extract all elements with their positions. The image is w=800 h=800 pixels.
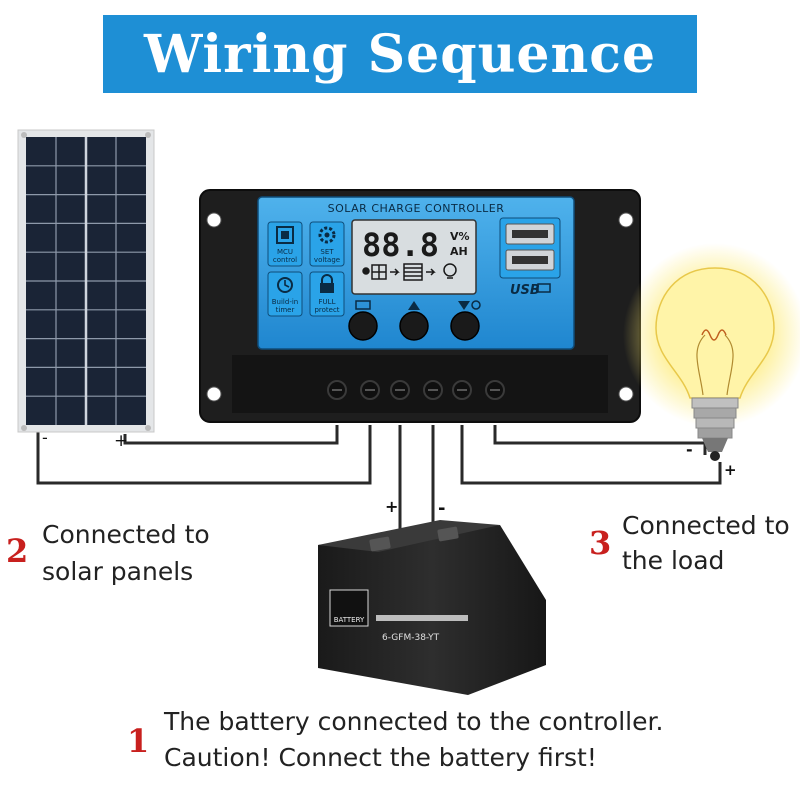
clock-icon: Build-in timer: [267, 271, 303, 317]
terminal-3: [390, 380, 410, 400]
bulb-base: [691, 397, 739, 461]
title-banner: Wiring Sequence: [103, 15, 697, 93]
battery: BATTERY 6-GFM-38-YT + -: [318, 497, 546, 695]
battery-plus-label: +: [385, 497, 398, 516]
lcd-flow-icons: [362, 263, 457, 281]
battery-minus-label: -: [438, 498, 445, 519]
lcd-units-top: V%: [450, 230, 470, 243]
light-bulb: - +: [623, 243, 800, 479]
terminal-block: [327, 380, 505, 400]
step-2-number: 2: [6, 532, 29, 570]
solar-negative-wire: [36, 425, 372, 485]
terminal-1: [327, 380, 347, 400]
load-negative-wire: [493, 425, 707, 455]
mcu-line2: control: [273, 256, 297, 264]
page-title: Wiring Sequence: [143, 23, 657, 85]
icon-grid: MCU control SET voltage Build-in timer: [267, 221, 345, 317]
step-2-line1: Connected to: [42, 520, 210, 549]
lcd-reading: 88.8: [362, 226, 439, 264]
up-button[interactable]: [399, 311, 429, 341]
solar-panel: - +: [17, 129, 155, 451]
battery-model: 6-GFM-38-YT: [382, 633, 440, 643]
protect-line2: protect: [314, 306, 339, 314]
solar-plus-label: +: [114, 431, 128, 451]
step-3-number: 3: [589, 524, 612, 562]
load-plus-label: +: [724, 461, 737, 479]
mcu-line1: MCU: [277, 248, 293, 256]
set-line1: SET: [320, 248, 334, 256]
lcd-display: 88.8 V% AH: [351, 219, 477, 295]
timer-line2: timer: [276, 306, 295, 314]
button-indicators: [355, 300, 481, 310]
mcu-control-icon: MCU control: [267, 221, 303, 267]
terminal-5: [452, 380, 472, 400]
usb-ports: USB: [499, 217, 561, 298]
solar-minus-label: -: [42, 428, 48, 447]
step-3-line1: Connected to: [622, 511, 790, 540]
menu-button[interactable]: [348, 311, 378, 341]
step-1-line1: The battery connected to the controller.: [164, 707, 664, 736]
set-line2: voltage: [314, 256, 340, 264]
step-1-line2: Caution! Connect the battery first!: [164, 743, 597, 772]
controller-label: SOLAR CHARGE CONTROLLER: [328, 202, 505, 215]
wires: [36, 425, 722, 540]
charge-controller: SOLAR CHARGE CONTROLLER MCU control SET …: [199, 189, 641, 423]
load-minus-label: -: [686, 440, 693, 459]
solar-positive-wire: [123, 425, 339, 445]
down-button[interactable]: [450, 311, 480, 341]
gear-icon: SET voltage: [309, 221, 345, 267]
battery-brand: BATTERY: [334, 616, 365, 624]
lock-icon: FULL protect: [309, 271, 345, 317]
step-3-line2: the load: [622, 546, 725, 575]
lcd-units-bottom: AH: [450, 245, 468, 258]
terminal-6: [485, 380, 505, 400]
protect-line1: FULL: [319, 298, 336, 306]
usb-label: USB: [510, 283, 540, 298]
step-1-number: 1: [127, 722, 150, 760]
step-2-line2: solar panels: [42, 557, 194, 586]
terminal-4: [423, 380, 443, 400]
terminal-2: [360, 380, 380, 400]
load-positive-wire: [460, 425, 722, 485]
timer-line1: Build-in: [272, 298, 298, 306]
